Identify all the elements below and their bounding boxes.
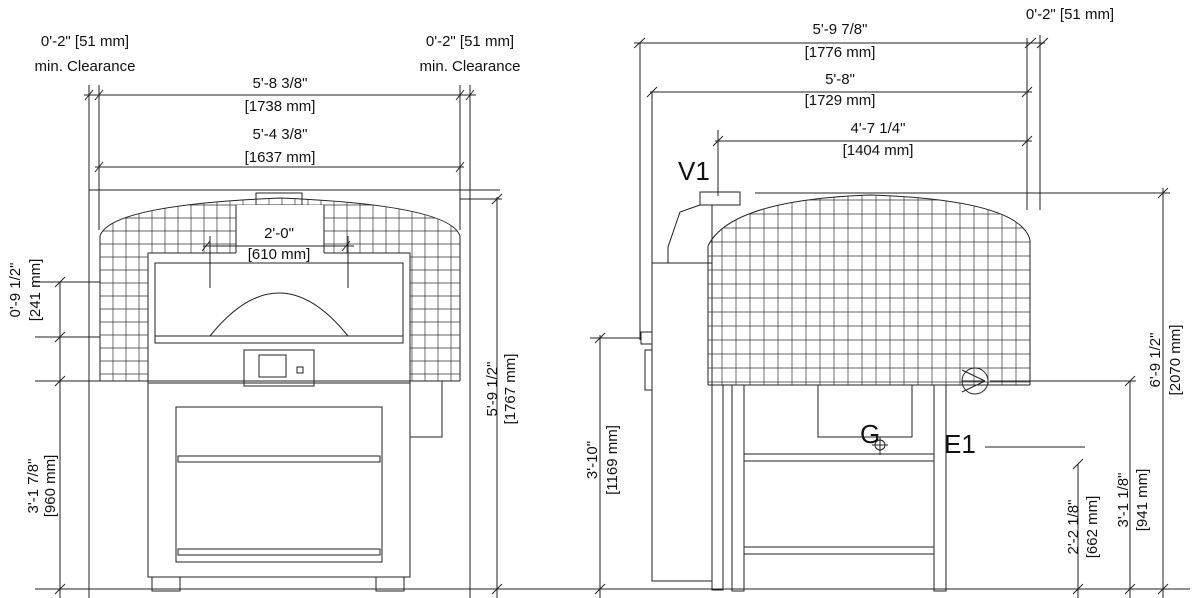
side-width-2-mm: [1729 mm] xyxy=(805,92,876,109)
side-top-clearance: 0'-2" [51 mm] xyxy=(1026,6,1114,23)
side-height-e1-ft: 3'-1 1/8" xyxy=(1115,473,1132,528)
side-label-e1: E1 xyxy=(944,429,976,459)
side-height-g-ft: 2'-2 1/8" xyxy=(1065,500,1082,555)
front-foot-left xyxy=(151,576,181,592)
front-clearance-right-1: 0'-2" [51 mm] xyxy=(426,33,514,50)
front-hearth-height-ft: 3'-1 7/8" xyxy=(25,459,42,514)
side-height-e1-mm: [941 mm] xyxy=(1134,469,1151,532)
side-width-2-ft: 5'-8" xyxy=(825,71,855,88)
side-width-3-ft: 4'-7 1/4" xyxy=(851,120,906,137)
side-height-total-mm: [2070 mm] xyxy=(1167,325,1184,396)
side-view: 0'-2" [51 mm] 5'-9 7/8" [1776 mm] 5'-8" … xyxy=(584,6,1190,598)
front-width-outer-mm: [1738 mm] xyxy=(245,98,316,115)
front-clearance-right-2: min. Clearance xyxy=(420,58,521,75)
front-foot-right xyxy=(375,576,405,592)
front-stand-cavity xyxy=(175,406,383,563)
side-front-panel xyxy=(651,262,713,582)
side-leg-left xyxy=(731,384,745,592)
side-handle-bar xyxy=(644,349,653,391)
side-label-v1: V1 xyxy=(678,156,710,186)
side-height-total-ft: 6'-9 1/2" xyxy=(1147,333,1164,388)
front-side-box xyxy=(409,380,443,438)
side-label-g: G xyxy=(860,419,880,449)
side-height-left-ft: 3'-10" xyxy=(584,441,601,479)
front-view: 0'-2" [51 mm] min. Clearance 0'-2" [51 m… xyxy=(7,33,600,598)
side-width-3-mm: [1404 mm] xyxy=(843,142,914,159)
front-total-height-ft: 5'-9 1/2" xyxy=(484,362,501,417)
side-shelf xyxy=(743,453,935,462)
front-width-inner-ft: 5'-4 3/8" xyxy=(253,126,308,143)
front-control-display xyxy=(258,354,287,378)
front-width-outer-ft: 5'-8 3/8" xyxy=(253,75,308,92)
side-height-left-mm: [1169 mm] xyxy=(604,425,621,495)
front-stand xyxy=(147,380,411,578)
front-total-height-mm: [1767 mm] xyxy=(502,354,519,425)
front-stand-bottom-shelf xyxy=(177,548,381,556)
front-hearth-height-mm: [960 mm] xyxy=(42,455,59,518)
front-clearance-left-1: 0'-2" [51 mm] xyxy=(41,33,129,50)
side-width-1-ft: 5'-9 7/8" xyxy=(813,21,868,38)
front-stand-shelf xyxy=(177,455,381,463)
side-back-panel xyxy=(711,384,724,591)
front-mouth-arch xyxy=(209,292,349,337)
side-flue-top xyxy=(699,191,741,206)
side-dome-grid xyxy=(708,195,1030,385)
front-door-width-mm: [610 mm] xyxy=(248,246,311,263)
front-width-inner-mm: [1637 mm] xyxy=(245,149,316,166)
side-flue-hood xyxy=(667,204,713,264)
side-handle xyxy=(640,331,653,345)
side-height-g-mm: [662 mm] xyxy=(1084,496,1101,559)
front-control-knob xyxy=(296,366,304,374)
side-bottom-shelf xyxy=(743,546,935,555)
side-width-1-mm: [1776 mm] xyxy=(805,44,876,61)
side-dome-outline xyxy=(707,194,1031,247)
side-gas-box xyxy=(817,384,913,438)
front-clearance-left-2: min. Clearance xyxy=(35,58,136,75)
front-door-frame xyxy=(147,252,411,384)
front-control-panel xyxy=(243,349,315,387)
front-mouth-height-mm: [241 mm] xyxy=(27,259,44,322)
front-oven-mouth xyxy=(154,262,404,344)
front-door-width-ft: 2'-0" xyxy=(264,225,294,242)
front-mouth-height-ft: 0'-9 1/2" xyxy=(7,263,24,318)
side-leg-right xyxy=(933,384,947,592)
